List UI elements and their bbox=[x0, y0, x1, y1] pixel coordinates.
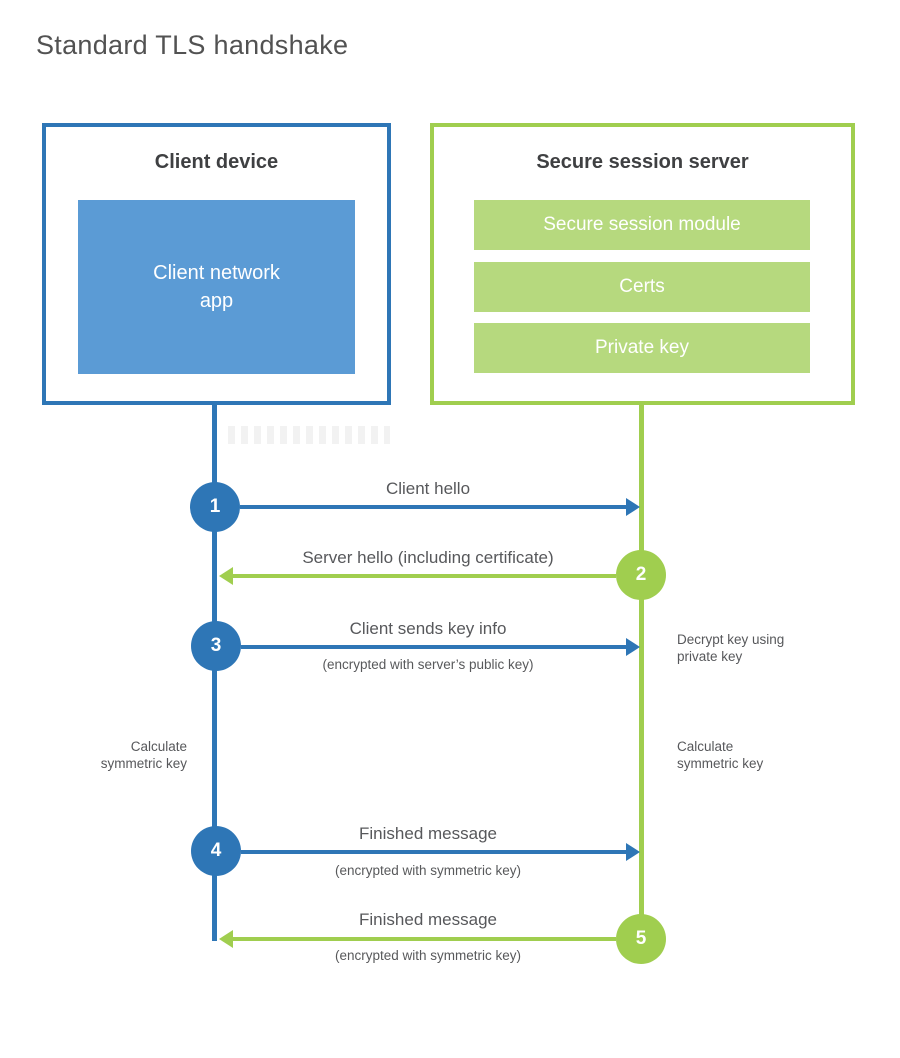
server-title: Secure session server bbox=[536, 151, 749, 173]
message-3-subtext: (encrypted with server’s public key) bbox=[322, 657, 534, 672]
note-calc-left-line2: symmetric key bbox=[100, 756, 187, 771]
server-module-private-key: Private key bbox=[474, 323, 810, 373]
client-app-label-line2: app bbox=[199, 290, 234, 312]
page-title: Standard TLS handshake bbox=[36, 30, 349, 60]
server-module-label: Secure session module bbox=[543, 214, 741, 235]
message-5-arrowhead-left-icon bbox=[219, 930, 233, 948]
message-1-label: Client hello bbox=[385, 479, 471, 498]
server-module-label: Private key bbox=[595, 337, 689, 358]
client-network-app-box: Client network app bbox=[78, 200, 355, 374]
step-3-number: 3 bbox=[210, 635, 222, 656]
step-2-number: 2 bbox=[635, 564, 647, 585]
message-1-arrow-shaft bbox=[240, 505, 626, 509]
message-2-arrowhead-left-icon bbox=[219, 567, 233, 585]
message-3-arrowhead-right-icon bbox=[626, 638, 640, 656]
message-5-arrow-shaft bbox=[233, 937, 616, 941]
message-2-label: Server hello (including certificate) bbox=[302, 548, 554, 567]
client-app-label-line1: Client network bbox=[153, 262, 280, 284]
note-calc-right-line2: symmetric key bbox=[677, 756, 764, 771]
step-1-number: 1 bbox=[209, 496, 221, 517]
step-5-badge: 5 bbox=[616, 914, 666, 964]
step-3-badge: 3 bbox=[191, 621, 241, 671]
client-device-title: Client device bbox=[154, 151, 279, 173]
message-3-arrow-shaft bbox=[241, 645, 626, 649]
server-lifeline bbox=[639, 404, 644, 941]
step-5-number: 5 bbox=[635, 928, 647, 949]
note-calc-left-line1: Calculate bbox=[130, 739, 187, 754]
server-module-label: Certs bbox=[619, 276, 665, 297]
note-calculate-symmetric-key-server: Calculate symmetric key bbox=[677, 738, 763, 772]
step-2-badge: 2 bbox=[616, 550, 666, 600]
message-4-arrow-shaft bbox=[241, 850, 626, 854]
note-decrypt-line1: Decrypt key using bbox=[677, 632, 785, 647]
message-4-subtext: (encrypted with symmetric key) bbox=[334, 863, 522, 878]
note-decrypt-line2: private key bbox=[677, 649, 743, 664]
message-5-label: Finished message bbox=[359, 910, 497, 929]
faint-watermark-artifact bbox=[228, 426, 390, 444]
message-4-arrowhead-right-icon bbox=[626, 843, 640, 861]
note-calculate-symmetric-key-client: Calculate symmetric key bbox=[57, 738, 187, 772]
server-module-certs: Certs bbox=[474, 262, 810, 312]
step-4-number: 4 bbox=[210, 840, 222, 861]
message-3-label: Client sends key info bbox=[349, 619, 507, 638]
step-4-badge: 4 bbox=[191, 826, 241, 876]
message-1-arrowhead-right-icon bbox=[626, 498, 640, 516]
step-1-badge: 1 bbox=[190, 482, 240, 532]
client-lifeline bbox=[212, 404, 217, 941]
message-2-arrow-shaft bbox=[233, 574, 616, 578]
message-4-label: Finished message bbox=[359, 824, 497, 843]
server-module-secure-session: Secure session module bbox=[474, 200, 810, 250]
note-calc-right-line1: Calculate bbox=[677, 739, 734, 754]
message-5-subtext: (encrypted with symmetric key) bbox=[334, 948, 522, 963]
note-decrypt-key: Decrypt key using private key bbox=[677, 631, 784, 665]
